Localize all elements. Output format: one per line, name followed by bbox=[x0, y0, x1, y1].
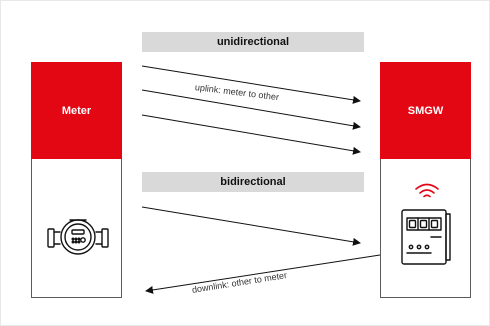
wireless-signal-icon bbox=[412, 180, 442, 205]
gateway-device: SMGW bbox=[380, 62, 471, 298]
water-meter-icon bbox=[46, 208, 110, 267]
smart-meter-gateway-icon bbox=[396, 207, 458, 274]
bidirectional-banner: bidirectional bbox=[142, 172, 364, 192]
unidirectional-banner: unidirectional bbox=[142, 32, 364, 52]
meter-device: Meter bbox=[31, 62, 122, 298]
gateway-label: SMGW bbox=[407, 104, 444, 117]
meter-header: Meter bbox=[31, 62, 122, 159]
meter-label: Meter bbox=[61, 104, 92, 117]
gateway-header: SMGW bbox=[380, 62, 471, 159]
